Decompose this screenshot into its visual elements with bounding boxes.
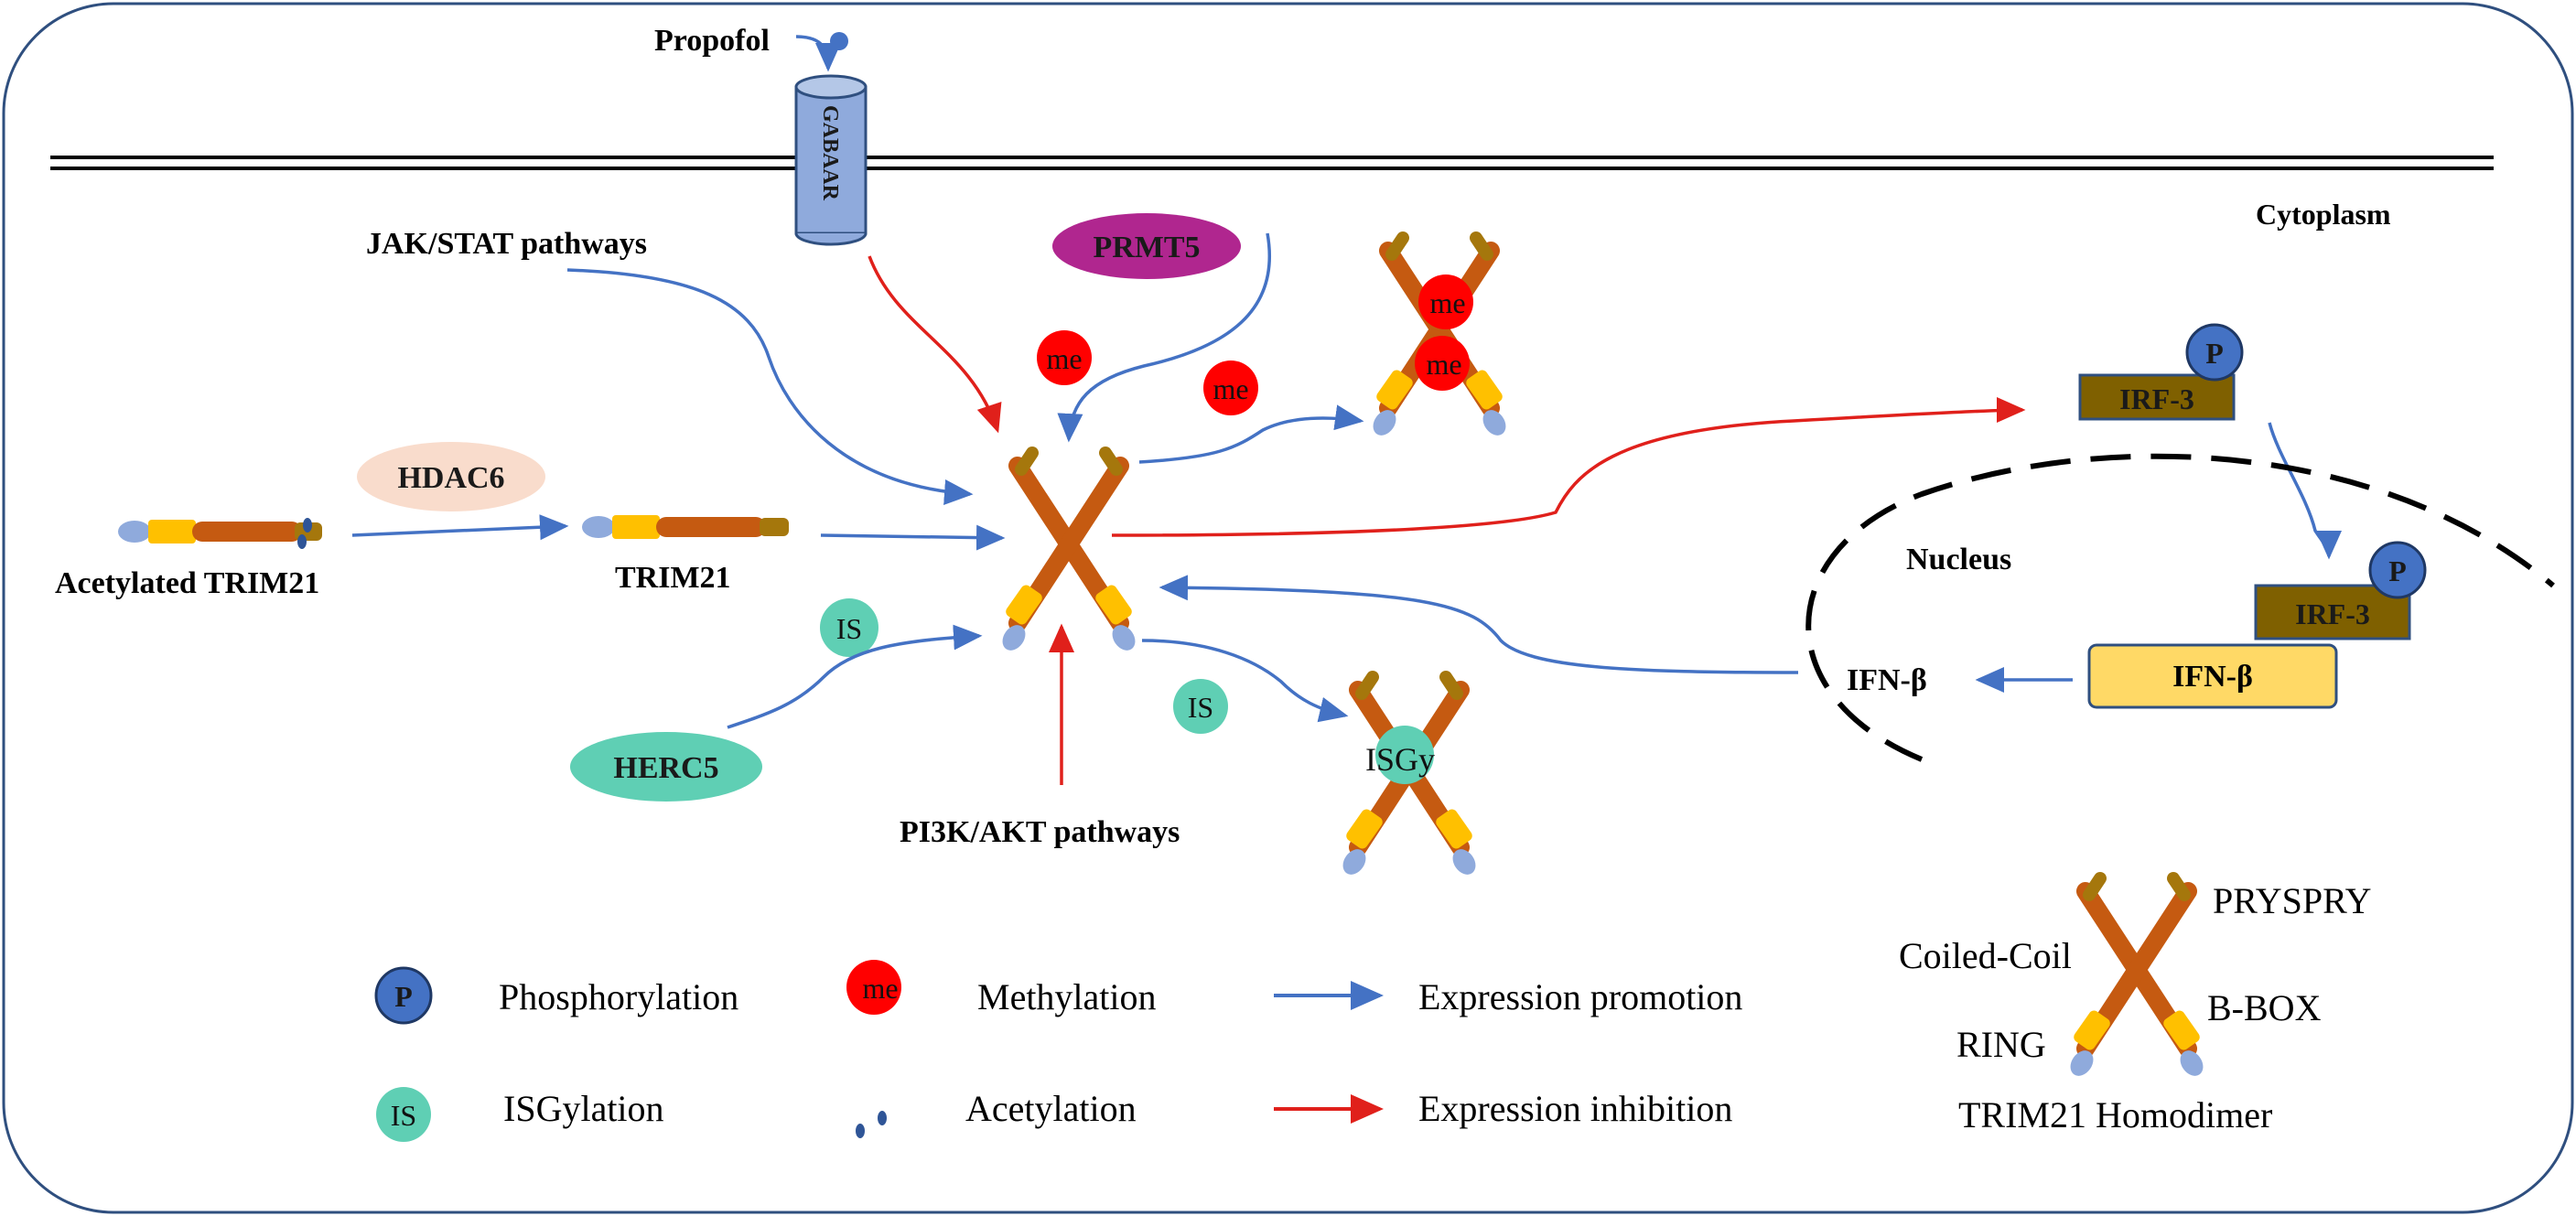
legend-acetylation: Acetylation <box>965 1088 1137 1129</box>
methyl-label-2: me <box>1213 372 1248 405</box>
ifn-beta-text-label: IFN-β <box>1847 663 1927 697</box>
legend-expression-promotion: Expression promotion <box>1418 976 1742 1017</box>
legend-trim21-dimer-icon <box>2065 878 2207 1081</box>
hdac6-label: HDAC6 <box>397 461 504 495</box>
prmt5-promotion-arrow <box>1057 232 1271 443</box>
jak-stat-promotion-arrow <box>566 268 974 505</box>
legend-methyl-icon <box>846 960 901 1015</box>
legend-acetyl-icon-1 <box>856 1124 865 1138</box>
legend-methyl-symbol: me <box>862 972 898 1005</box>
ifn-beta-node <box>2087 643 2338 709</box>
hdac6-node <box>357 442 545 511</box>
pi3k-akt-label: PI3K/AKT pathways <box>900 815 1180 849</box>
isg-icon-2 <box>1173 679 1228 734</box>
legend-ring: RING <box>1956 1024 2046 1065</box>
jak-stat-label: JAK/STAT pathways <box>366 227 647 261</box>
propofol-arrow <box>795 35 841 72</box>
phospho-icon-top <box>2185 323 2244 382</box>
legend-phosphorylation: Phosphorylation <box>499 976 738 1017</box>
legend-isg-icon <box>376 1087 431 1142</box>
gabaar-inhibition-arrow <box>868 255 1002 434</box>
methyl-icon-1 <box>1037 330 1092 385</box>
acetylated-trim21-label: Acetylated TRIM21 <box>55 566 319 600</box>
methyl-dimer-icon-1 <box>1418 274 1473 329</box>
irf3-inhibition-arrow <box>1111 397 2026 537</box>
isg-label-2: IS <box>1188 691 1213 724</box>
legend-phospho-symbol: P <box>394 980 413 1013</box>
legend-phospho-icon <box>374 966 433 1025</box>
methyl-dimer-icon-2 <box>1415 336 1470 391</box>
prmt5-node <box>1052 213 1241 279</box>
prmt5-label: PRMT5 <box>1093 231 1200 264</box>
isg-icon-1 <box>820 598 878 657</box>
methyl-label-1: me <box>1046 342 1082 375</box>
trim21-promotion-arrow <box>820 524 1006 551</box>
ifn-beta-box-label: IFN-β <box>2172 660 2253 694</box>
isgylation-arrow <box>1141 639 1349 723</box>
irf3-translocation-arrow <box>2268 422 2342 560</box>
legend-methylation: Methylation <box>977 976 1157 1017</box>
ifn-beta-feedback-arrow <box>1159 575 1799 674</box>
irf3-label-bottom: IRF-3 <box>2295 597 2370 630</box>
legend-pryspry: PRYSPRY <box>2213 880 2371 921</box>
methyl-icon-2 <box>1203 360 1258 415</box>
herc5-node <box>570 732 762 802</box>
propofol-label: Propofol <box>654 24 770 58</box>
irf3-label-top: IRF-3 <box>2119 382 2194 415</box>
legend-isgylation: ISGylation <box>503 1088 664 1129</box>
phospho-label-bottom: P <box>2388 554 2407 587</box>
nucleus-label: Nucleus <box>1906 543 2011 576</box>
herc5-label: HERC5 <box>613 751 718 785</box>
methyl-dimer-label-2: me <box>1426 348 1461 381</box>
legend-b-box: B-BOX <box>2207 987 2322 1028</box>
trim21-label: TRIM21 <box>615 561 731 595</box>
cytoplasm-label: Cytoplasm <box>2256 198 2391 231</box>
herc5-promotion-arrow <box>727 624 983 729</box>
acetylated-trim21-icon <box>118 518 322 549</box>
isg-label-1: IS <box>836 612 862 645</box>
isgy-label: ISGy <box>1365 741 1435 778</box>
phospho-icon-bottom <box>2368 541 2427 599</box>
phospho-label-top: P <box>2205 337 2224 370</box>
legend-isg-symbol: IS <box>391 1099 416 1132</box>
propofol-molecule-icon <box>830 32 848 50</box>
irf3-node-bottom <box>2254 584 2411 640</box>
legend-homodimer: TRIM21 Homodimer <box>1958 1094 2272 1135</box>
legend: P Phosphorylation me Methylation Express… <box>374 878 2371 1142</box>
central-trim21-dimer-icon <box>997 453 1139 655</box>
gabaar-label: GABAAR <box>818 105 842 201</box>
legend-acetyl-icon-2 <box>878 1111 887 1125</box>
irf3-node-top <box>2078 373 2236 421</box>
gabaar-receptor-icon <box>794 74 868 246</box>
legend-coiled-coil: Coiled-Coil <box>1899 935 2072 976</box>
methyl-dimer-label-1: me <box>1429 286 1465 319</box>
trim21-linear-icon <box>582 515 789 539</box>
methylation-arrow <box>1138 404 1364 464</box>
nucleus-boundary <box>1805 453 2555 762</box>
isgy-icon <box>1375 726 1434 784</box>
hdac6-promotion-arrow <box>351 514 569 541</box>
legend-expression-inhibition: Expression inhibition <box>1418 1088 1732 1129</box>
